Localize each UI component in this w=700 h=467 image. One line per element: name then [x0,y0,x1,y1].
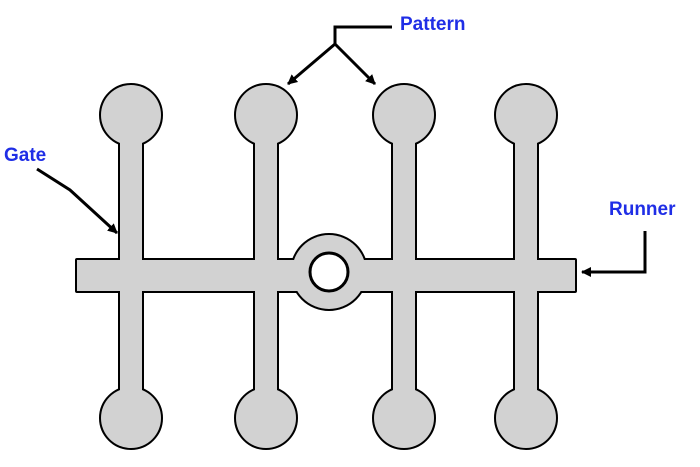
sprue-hole [308,251,350,293]
pattern-callout [287,25,392,86]
runner-label: Runner [609,199,676,220]
gate-callout [36,167,119,235]
pattern-bottom-3 [374,388,434,448]
pattern-label: Pattern [400,14,466,35]
pattern-bottom-2 [236,388,296,448]
pattern-top-2 [236,85,296,145]
pattern-top-1 [101,85,161,145]
pattern-bottom-4 [496,388,556,448]
runner-callout [581,231,647,277]
pattern-top-3 [374,85,434,145]
casting-assembly [75,83,577,450]
pattern-top-4 [496,85,556,145]
pattern-bottom-1 [101,388,161,448]
gate-label: Gate [4,145,47,166]
